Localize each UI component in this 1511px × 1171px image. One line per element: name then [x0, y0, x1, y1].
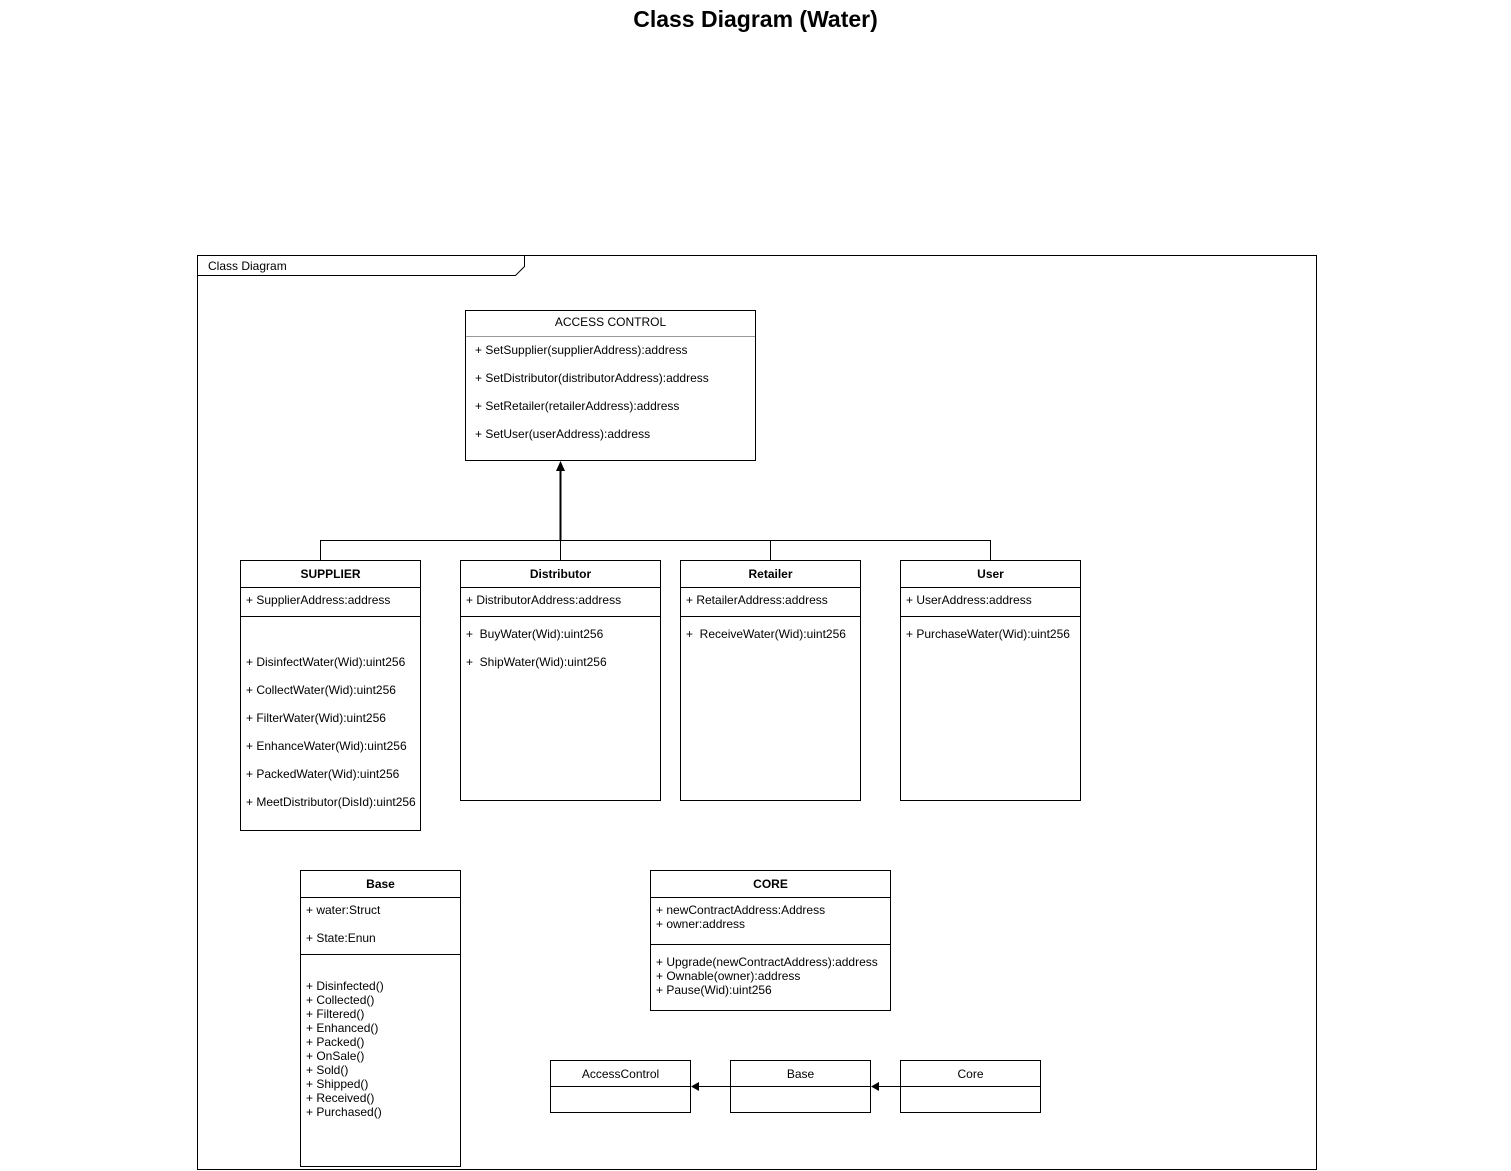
attribute: + newContractAddress:Address — [656, 903, 826, 917]
core-to-base-arrowhead — [871, 1082, 879, 1091]
method: + PackedWater(Wid):uint256 — [246, 767, 400, 781]
method: + ShipWater(Wid):uint256 — [466, 655, 607, 669]
core-box[interactable]: Core — [900, 1060, 1041, 1113]
method: + DisinfectWater(Wid):uint256 — [246, 655, 406, 669]
base-box[interactable]: Base — [730, 1060, 871, 1113]
attribute: + owner:address — [656, 917, 746, 931]
class-name: Base — [731, 1061, 870, 1087]
class-name: Base — [301, 871, 460, 898]
base-class[interactable]: Base + water:Struct + State:Enun + Disin… — [300, 870, 461, 1167]
base-to-accesscontrol-arrowhead — [691, 1082, 699, 1091]
supplier-class[interactable]: SUPPLIER + SupplierAddress:address + Dis… — [240, 560, 421, 831]
user-class[interactable]: User + UserAddress:address + PurchaseWat… — [900, 560, 1081, 801]
compartment-divider — [241, 616, 420, 617]
method: + Collected() — [306, 993, 375, 1007]
method: + Ownable(owner):address — [656, 969, 801, 983]
frame-label: Class Diagram — [208, 259, 287, 273]
compartment-divider — [651, 944, 890, 945]
class-name: AccessControl — [551, 1061, 690, 1087]
class-name: ACCESS CONTROL — [466, 311, 755, 337]
method: + MeetDistributor(DisId):uint256 — [246, 795, 416, 809]
attribute: + UserAddress:address — [906, 593, 1032, 607]
distributor-class[interactable]: Distributor + DistributorAddress:address… — [460, 560, 661, 801]
class-name: SUPPLIER — [241, 561, 420, 588]
attribute: + RetailerAddress:address — [686, 593, 828, 607]
method: + Filtered() — [306, 1007, 365, 1021]
generalization-arrowhead — [556, 461, 565, 471]
class-name: User — [901, 561, 1080, 588]
method: + Purchased() — [306, 1105, 382, 1119]
method-list: + Disinfected() + Collected() + Filtered… — [306, 979, 384, 1119]
method: + Sold() — [306, 1063, 349, 1077]
method: + EnhanceWater(Wid):uint256 — [246, 739, 407, 753]
method: + BuyWater(Wid):uint256 — [466, 627, 604, 641]
compartment-divider — [301, 954, 460, 955]
class-name: Retailer — [681, 561, 860, 588]
method: + SetUser(userAddress):address — [475, 427, 651, 441]
method: + Received() — [306, 1091, 375, 1105]
frame-tab — [197, 255, 525, 276]
method-list: + Upgrade(newContractAddress):address + … — [656, 955, 878, 997]
method: + SetSupplier(supplierAddress):address — [475, 343, 688, 357]
core-class[interactable]: CORE + newContractAddress:Address + owne… — [650, 870, 891, 1011]
method: + SetDistributor(distributorAddress):add… — [475, 371, 709, 385]
class-name: Distributor — [461, 561, 660, 588]
method: + ReceiveWater(Wid):uint256 — [686, 627, 846, 641]
method: + Enhanced() — [306, 1021, 379, 1035]
attribute: + DistributorAddress:address — [466, 593, 622, 607]
method: + PurchaseWater(Wid):uint256 — [906, 627, 1070, 641]
method: + Shipped() — [306, 1077, 369, 1091]
attribute: + State:Enun — [306, 931, 376, 945]
method: + FilterWater(Wid):uint256 — [246, 711, 386, 725]
method: + OnSale() — [306, 1049, 365, 1063]
compartment-divider — [461, 616, 660, 617]
class-diagram-frame — [197, 255, 1317, 1170]
accesscontrol-box[interactable]: AccessControl — [550, 1060, 691, 1113]
attribute-list: + newContractAddress:Address + owner:add… — [656, 903, 825, 931]
diagram-title: Class Diagram (Water) — [633, 6, 878, 32]
retailer-class[interactable]: Retailer + RetailerAddress:address + Rec… — [680, 560, 861, 801]
method: + Packed() — [306, 1035, 365, 1049]
access-control-class[interactable]: ACCESS CONTROL + SetSupplier(supplierAdd… — [465, 310, 756, 461]
method: + Pause(Wid):uint256 — [656, 983, 772, 997]
method: + Upgrade(newContractAddress):address — [656, 955, 878, 969]
attribute: + water:Struct — [306, 903, 381, 917]
class-name: Core — [901, 1061, 1040, 1087]
compartment-divider — [901, 616, 1080, 617]
attribute: + SupplierAddress:address — [246, 593, 391, 607]
method: + SetRetailer(retailerAddress):address — [475, 399, 680, 413]
class-name: CORE — [651, 871, 890, 898]
method: + CollectWater(Wid):uint256 — [246, 683, 396, 697]
compartment-divider — [681, 616, 860, 617]
method: + Disinfected() — [306, 979, 384, 993]
